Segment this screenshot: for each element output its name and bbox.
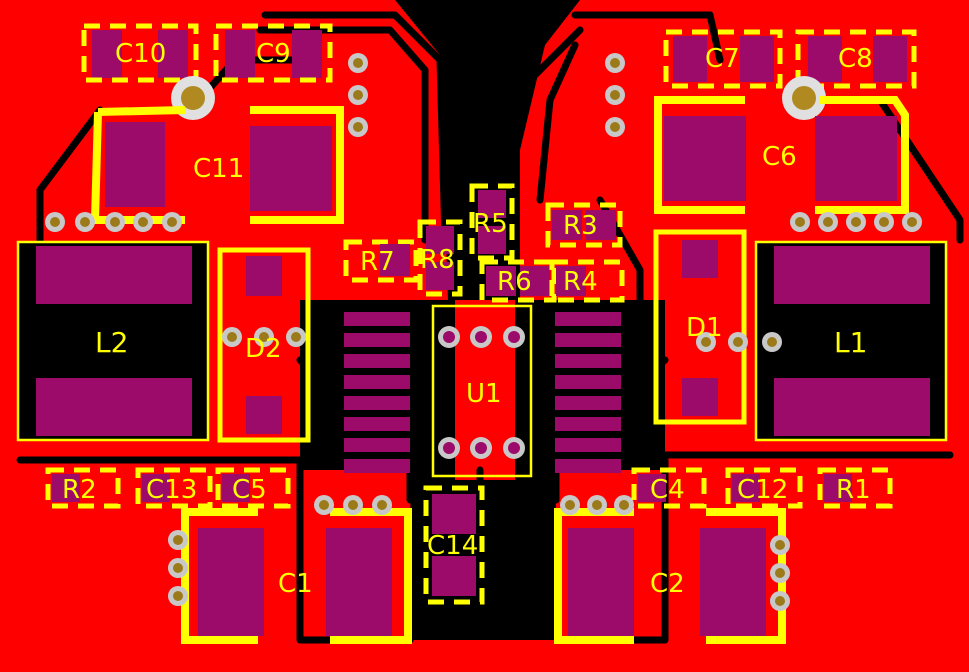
via-column-left [348, 53, 368, 137]
c9-label: C9 [256, 39, 291, 69]
resistor-r4: R4 [549, 259, 625, 303]
c13-label: C13 [146, 475, 197, 505]
r2-label: R2 [62, 475, 97, 505]
l2-label: L2 [95, 326, 128, 359]
c10-label: C10 [115, 39, 166, 69]
c14-label: C14 [427, 531, 478, 561]
r8-label: R8 [420, 245, 455, 275]
r1-label: R1 [836, 475, 871, 505]
via-row-left [45, 212, 182, 232]
capacitor-c2: C2 [554, 495, 790, 644]
r4-label: R4 [563, 267, 598, 297]
diode-d1: D1 [653, 229, 782, 425]
c1-label: C1 [278, 569, 313, 599]
capacitor-c5: C5 [215, 467, 291, 509]
capacitor-c6: C6 [654, 96, 909, 214]
capacitor-c11: C11 [90, 106, 344, 224]
capacitor-c14: C14 [423, 485, 485, 605]
capacitor-c7: C7 [663, 29, 783, 89]
c4-label: C4 [650, 475, 685, 505]
c8-label: C8 [838, 44, 873, 74]
r3-label: R3 [563, 211, 598, 241]
inductor-l2: L2 [16, 240, 210, 442]
resistor-r8: R8 [417, 219, 463, 297]
c2-label: C2 [650, 569, 685, 599]
via-row-right [790, 212, 922, 232]
capacitor-c12: C12 [725, 467, 803, 509]
resistor-r2: R2 [45, 467, 121, 509]
d2-label: D2 [245, 334, 282, 364]
r5-label: R5 [473, 209, 508, 239]
d1-label: D1 [686, 313, 723, 343]
ic-right-pads [555, 312, 621, 473]
u1-label: U1 [466, 379, 502, 409]
ic-u1: U1 [431, 304, 533, 478]
inductor-l1: L1 [754, 240, 948, 442]
capacitor-c8: C8 [795, 29, 917, 89]
resistor-r1: R1 [817, 467, 893, 509]
c11-label: C11 [193, 154, 244, 184]
via-column-right [605, 53, 625, 137]
capacitor-c9: C9 [213, 23, 333, 83]
c12-label: C12 [737, 475, 788, 505]
diode-d2: D2 [217, 247, 311, 443]
resistor-r5: R5 [469, 183, 515, 261]
l1-label: L1 [834, 326, 867, 359]
capacitor-c1: C1 [168, 495, 412, 644]
r7-label: R7 [360, 247, 395, 277]
capacitor-c10: C10 [81, 23, 199, 83]
c5-label: C5 [232, 475, 267, 505]
r6-label: R6 [497, 267, 532, 297]
resistor-r3: R3 [545, 202, 623, 248]
test-point-right [782, 76, 826, 120]
resistor-r6: R6 [479, 259, 557, 303]
capacitor-c13: C13 [135, 467, 213, 509]
c7-label: C7 [705, 44, 740, 74]
ic-left-pads [344, 312, 410, 473]
resistor-r7: R7 [343, 239, 419, 283]
c6-label: C6 [762, 142, 797, 172]
copper-pour-center [455, 300, 515, 480]
capacitor-c4: C4 [631, 467, 707, 509]
